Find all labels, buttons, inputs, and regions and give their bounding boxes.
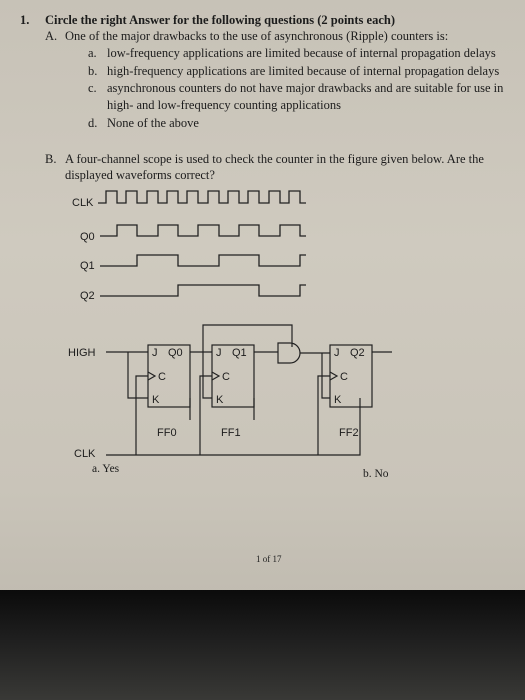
q2-waveform bbox=[100, 284, 306, 297]
option-c-continuation: high- and low-frequency counting applica… bbox=[107, 98, 341, 112]
option-a-text: low-frequency applications are limited b… bbox=[107, 46, 496, 60]
option-d-letter: d. bbox=[88, 116, 98, 130]
option-b-letter: b. bbox=[88, 64, 98, 78]
ff0-k-label: K bbox=[152, 394, 160, 406]
part-a-label: A. bbox=[45, 29, 58, 43]
part-a-text: One of the major drawbacks to the use of… bbox=[65, 29, 449, 43]
wave-label-q0: Q0 bbox=[80, 231, 95, 243]
option-c-text: asynchronous counters do not have major … bbox=[107, 81, 504, 95]
question-number: 1. bbox=[20, 13, 30, 27]
ff2-c-label: C bbox=[340, 371, 348, 383]
option-c-letter: c. bbox=[88, 81, 97, 95]
ff1-label: FF1 bbox=[221, 427, 241, 439]
ff1-j-label: J bbox=[216, 347, 222, 359]
option-d-text: None of the above bbox=[107, 116, 199, 130]
option-a-letter: a. bbox=[88, 46, 97, 60]
ff0-label: FF0 bbox=[157, 427, 177, 439]
dark-bottom-area bbox=[0, 590, 525, 700]
ff2-label: FF2 bbox=[339, 427, 359, 439]
question-title: Circle the right Answer for the followin… bbox=[45, 13, 395, 27]
option-b-text: high-frequency applications are limited … bbox=[107, 64, 500, 78]
ff1-c-label: C bbox=[222, 371, 230, 383]
clk-waveform bbox=[98, 190, 306, 204]
answer-a-yes[interactable]: a. Yes bbox=[92, 463, 120, 475]
q0-waveform bbox=[100, 224, 306, 237]
ff1-q1-label: Q1 bbox=[232, 347, 247, 359]
part-b-label: B. bbox=[45, 152, 57, 166]
wave-label-clk: CLK bbox=[72, 197, 94, 209]
ff2-j-label: J bbox=[334, 347, 340, 359]
q1-waveform bbox=[100, 254, 306, 267]
page-number: 1 of 17 bbox=[256, 554, 282, 564]
ff1-k-label: K bbox=[216, 394, 224, 406]
ff2-k-label: K bbox=[334, 394, 342, 406]
ff2-q2-label: Q2 bbox=[350, 347, 365, 359]
answer-b-no[interactable]: b. No bbox=[363, 468, 389, 480]
part-b-text-line1: A four-channel scope is used to check th… bbox=[65, 152, 484, 166]
clk-label: CLK bbox=[74, 448, 96, 460]
wave-label-q1: Q1 bbox=[80, 260, 95, 272]
ff0-q0-label: Q0 bbox=[168, 347, 183, 359]
part-b-text-line2: displayed waveforms correct? bbox=[65, 168, 215, 182]
ff0-c-label: C bbox=[158, 371, 166, 383]
and-gate bbox=[277, 342, 301, 364]
wave-label-q2: Q2 bbox=[80, 290, 95, 302]
ff0-j-label: J bbox=[152, 347, 158, 359]
high-label: HIGH bbox=[68, 347, 96, 359]
